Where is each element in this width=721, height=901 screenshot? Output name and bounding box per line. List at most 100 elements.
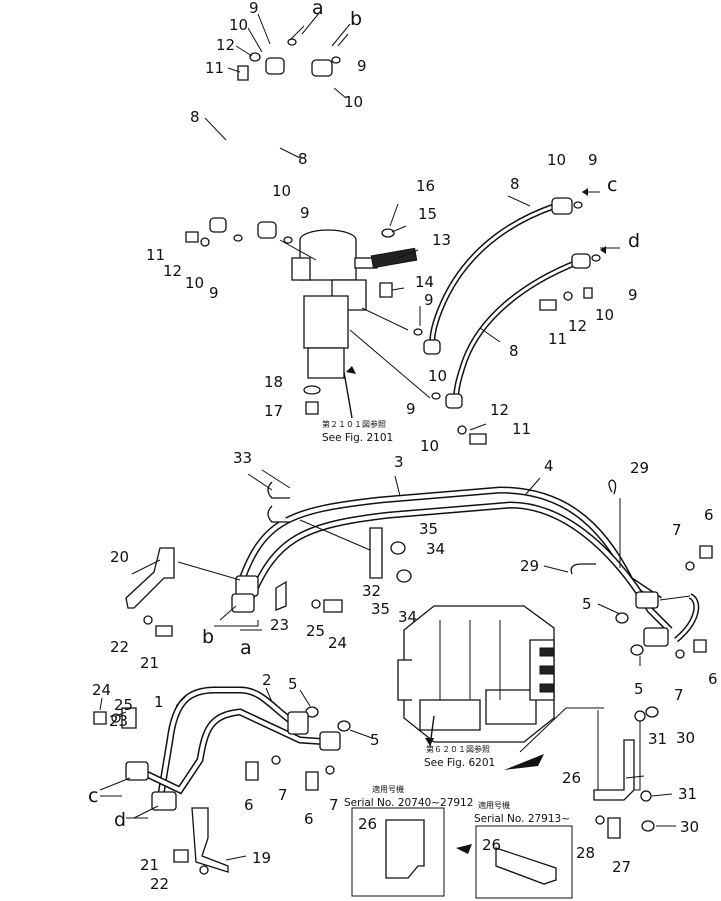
- label-15: 15: [418, 205, 437, 223]
- letter-b: b: [202, 626, 214, 648]
- label-1: 1: [154, 693, 164, 711]
- hose-pair-right: [413, 197, 601, 445]
- label-32: 32: [362, 582, 381, 600]
- label-4: 4: [544, 457, 554, 475]
- label-6: 6: [704, 506, 714, 524]
- steering-bottom-fittings: [303, 366, 356, 419]
- label-9: 9: [588, 151, 598, 169]
- hose-pair-top-left: [209, 57, 333, 239]
- label-5: 5: [582, 595, 592, 613]
- label-7: 7: [278, 786, 288, 804]
- bracket-26-right: [504, 706, 659, 839]
- label-23: 23: [270, 616, 289, 634]
- label-34: 34: [426, 540, 445, 558]
- label-10: 10: [229, 16, 248, 34]
- label-20: 20: [110, 548, 129, 566]
- label-8: 8: [509, 342, 519, 360]
- label-12: 12: [568, 317, 587, 335]
- label-29: 29: [630, 459, 649, 477]
- ref-steering-jp: 第２１０１図参照: [322, 419, 386, 429]
- label-12: 12: [163, 262, 182, 280]
- label-9: 9: [628, 286, 638, 304]
- serial-left-jp: 適用号機: [372, 784, 404, 794]
- ref-valve-en: See Fig. 6201: [424, 757, 495, 769]
- part-number-labels: 9 10 12 11 9 10 8 8 10 9 11 12 10 9 16 1…: [92, 0, 718, 893]
- label-9: 9: [406, 400, 416, 418]
- label-23: 23: [109, 712, 128, 730]
- pipe-clamps: [261, 469, 621, 583]
- label-8: 8: [510, 175, 520, 193]
- label-21: 21: [140, 856, 159, 874]
- label-12: 12: [490, 401, 509, 419]
- label-11: 11: [512, 420, 531, 438]
- label-6: 6: [244, 796, 254, 814]
- label-5: 5: [634, 680, 644, 698]
- reference-notes: 第２１０１図参照 See Fig. 2101 第６２０１図参照 See Fig.…: [322, 419, 570, 825]
- long-pipes: [231, 486, 700, 647]
- label-17: 17: [264, 402, 283, 420]
- label-26: 26: [562, 769, 581, 787]
- ref-valve-jp: 第６２０１図参照: [426, 744, 490, 754]
- letter-d: d: [114, 809, 126, 831]
- label-10: 10: [420, 437, 439, 455]
- label-9: 9: [249, 0, 259, 17]
- label-6: 6: [304, 810, 314, 828]
- ref-steering-en: See Fig. 2101: [322, 432, 393, 444]
- label-31: 31: [648, 730, 667, 748]
- label-25: 25: [114, 696, 133, 714]
- connection-letters: a b c d b a c d: [88, 0, 640, 831]
- label-18: 18: [264, 373, 283, 391]
- label-14: 14: [415, 273, 434, 291]
- label-16: 16: [416, 177, 435, 195]
- serial-right-jp: 適用号機: [478, 800, 510, 810]
- label-27: 27: [612, 858, 631, 876]
- label-13: 13: [432, 231, 451, 249]
- label-7: 7: [329, 796, 339, 814]
- leader-lines: [99, 11, 676, 861]
- label-25: 25: [306, 622, 325, 640]
- label-21: 21: [140, 654, 159, 672]
- letter-c: c: [88, 785, 98, 807]
- label-24: 24: [92, 681, 111, 699]
- bracket-20-group: [125, 547, 343, 637]
- right-fittings: [675, 545, 713, 659]
- label-22: 22: [150, 875, 169, 893]
- label-29: 29: [520, 557, 539, 575]
- fittings-top-left: [185, 38, 341, 247]
- label-10: 10: [185, 274, 204, 292]
- label-9: 9: [300, 204, 310, 222]
- label-33: 33: [233, 449, 252, 467]
- label-9: 9: [424, 291, 434, 309]
- label-10: 10: [547, 151, 566, 169]
- label-5: 5: [288, 675, 298, 693]
- label-31: 31: [678, 785, 697, 803]
- label-6: 6: [708, 670, 718, 688]
- label-7: 7: [674, 686, 684, 704]
- label-24: 24: [328, 634, 347, 652]
- label-26: 26: [482, 836, 501, 854]
- label-8: 8: [298, 150, 308, 168]
- label-10: 10: [344, 93, 363, 111]
- label-11: 11: [146, 246, 165, 264]
- letter-arrows: [100, 25, 620, 819]
- inset-box-right: [475, 825, 573, 899]
- letter-b: b: [350, 8, 362, 30]
- letter-a: a: [312, 0, 324, 19]
- letter-c: c: [607, 174, 617, 196]
- o-rings-5: [305, 612, 644, 732]
- lower-left-fittings: [93, 707, 335, 875]
- label-10: 10: [272, 182, 291, 200]
- label-30: 30: [676, 729, 695, 747]
- label-22: 22: [110, 638, 129, 656]
- label-9: 9: [209, 284, 219, 302]
- serial-left-en: Serial No. 20740~27912: [344, 797, 473, 809]
- label-19: 19: [252, 849, 271, 867]
- control-valve-block: [397, 605, 555, 747]
- label-26: 26: [358, 815, 377, 833]
- label-3: 3: [394, 453, 404, 471]
- letter-d: d: [628, 230, 640, 252]
- label-8: 8: [190, 108, 200, 126]
- label-2: 2: [262, 671, 272, 689]
- label-11: 11: [548, 330, 567, 348]
